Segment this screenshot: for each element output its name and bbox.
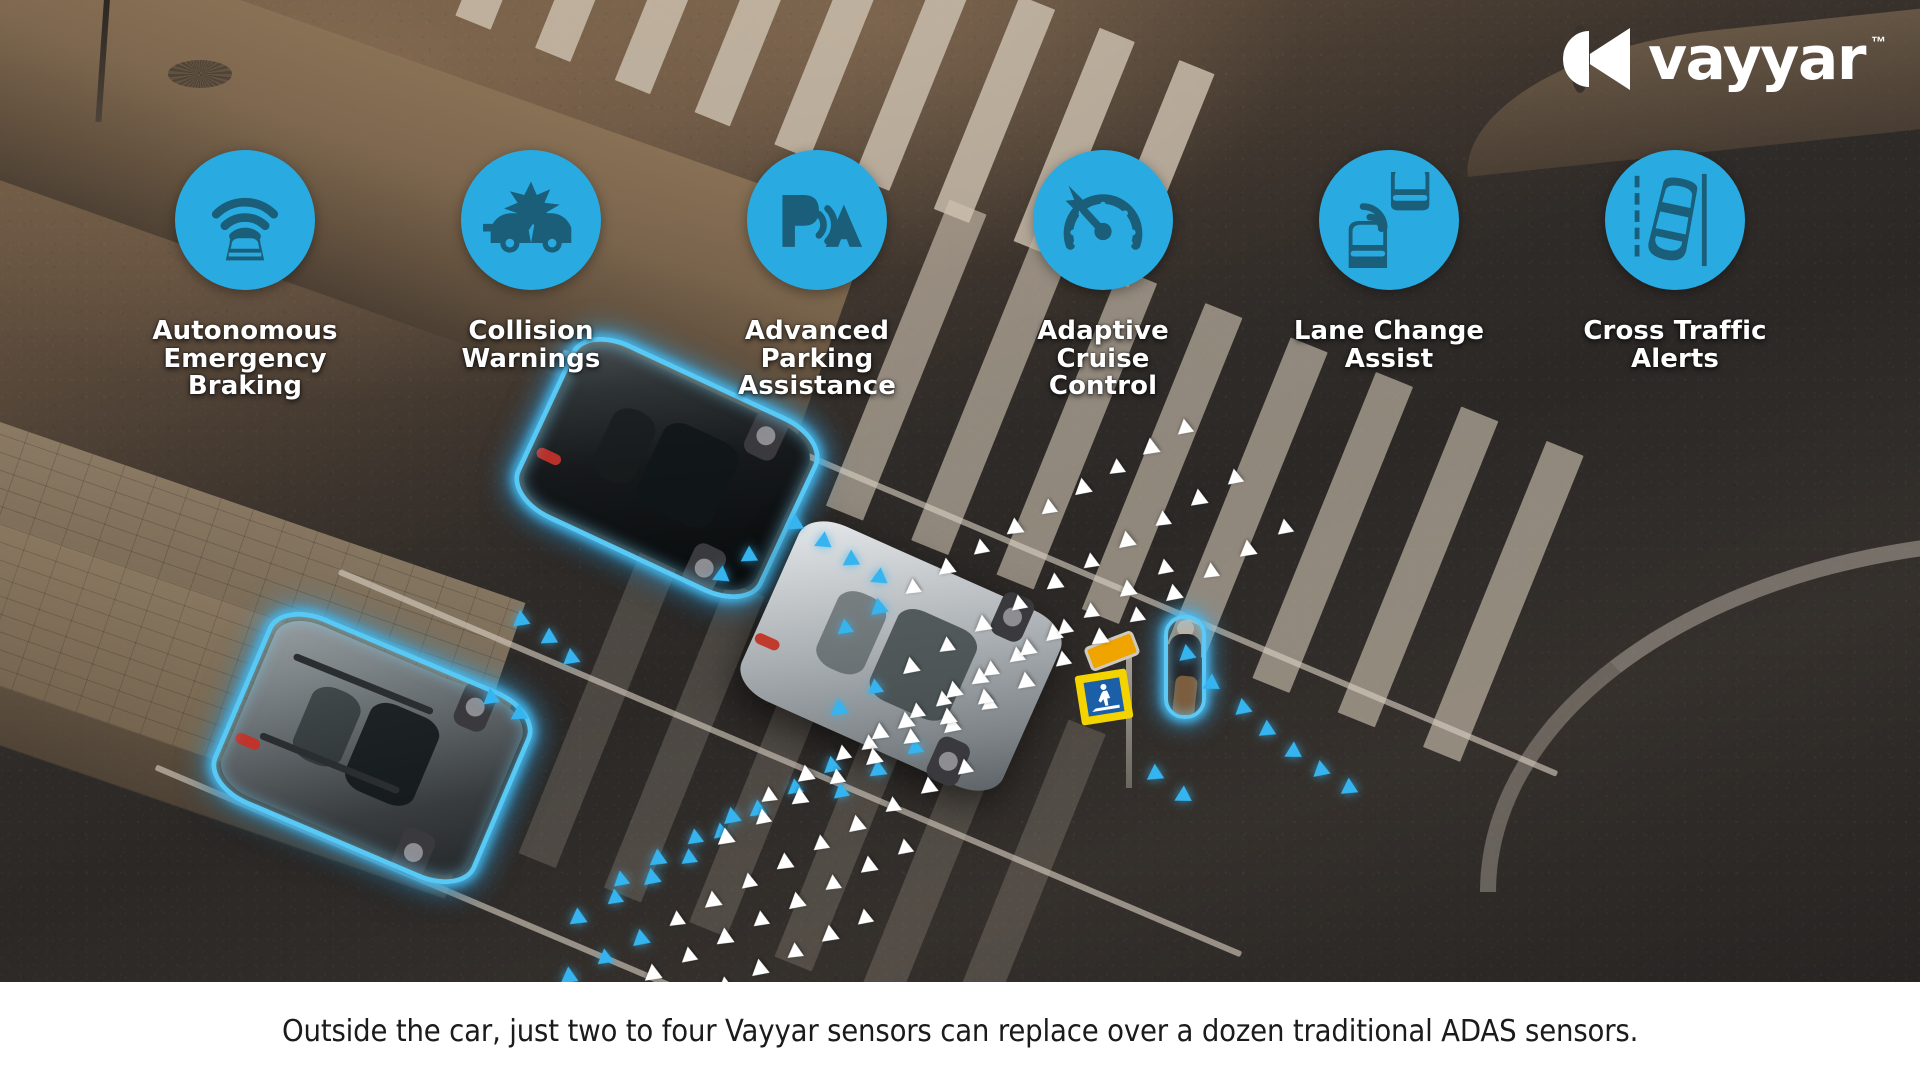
logo-crescent [1562,31,1589,87]
pedestrian-walking-icon [1092,683,1120,713]
speedometer-arrow-icon [1063,185,1143,250]
feature-collision-warnings[interactable]: Collision Warnings [416,150,646,401]
feature-lane-change-assist[interactable]: Lane Change Assist [1274,150,1504,401]
feature-adaptive-cruise-control[interactable]: Adaptive Cruise Control [988,150,1218,401]
feature-label: Cross Traffic Alerts [1583,316,1767,374]
feature-advanced-parking-assistance[interactable]: Advanced Parking Assistance [702,150,932,401]
feature-icon-circle [1319,150,1459,290]
logo-wordmark: vayyar [1647,24,1867,94]
feature-autonomous-emergency-braking[interactable]: Autonomous Emergency Braking [130,150,360,401]
feature-icon-circle [747,150,887,290]
caption-bar: Outside the car, just two to four Vayyar… [0,982,1920,1080]
pedestrian-crossing-sign [1074,668,1134,726]
feature-label: Advanced Parking Assistance [738,316,896,402]
vayyar-triangle-mark-icon [1562,25,1630,93]
intersection-aerial-photo [0,0,1920,982]
feature-label: Lane Change Assist [1293,316,1485,374]
feature-icon-circle [461,150,601,290]
logo-trademark: ™ [1871,34,1886,51]
parking-p-waves-a-icon [782,195,863,247]
feature-row: Autonomous Emergency Braking Collision W… [0,150,1920,401]
car-in-lane-topview-icon [1634,173,1707,267]
pedestrian-sensor-outline-glow [1164,615,1206,719]
two-cars-crash-burst-icon [483,181,572,253]
feature-cross-traffic-alerts[interactable]: Cross Traffic Alerts [1560,150,1790,401]
feature-label: Adaptive Cruise Control [1037,316,1169,402]
vayyar-logo: vayyar ™ [1562,24,1886,94]
two-cars-side-waves-icon [1348,172,1430,268]
crossing-symbol-panel [1083,677,1125,717]
pedestrian-torso [1169,634,1201,682]
manhole-cover [168,60,232,88]
radar-waves-over-car-icon [211,197,279,261]
caption-text: Outside the car, just two to four Vayyar… [281,1013,1639,1049]
highlighted-pedestrian [1162,615,1208,719]
feature-icon-circle [1033,150,1173,290]
feature-icon-circle [1605,150,1745,290]
logo-triangle [1581,28,1630,90]
feature-label: Autonomous Emergency Braking [152,316,338,402]
feature-icon-circle [175,150,315,290]
feature-label: Collision Warnings [461,316,601,374]
